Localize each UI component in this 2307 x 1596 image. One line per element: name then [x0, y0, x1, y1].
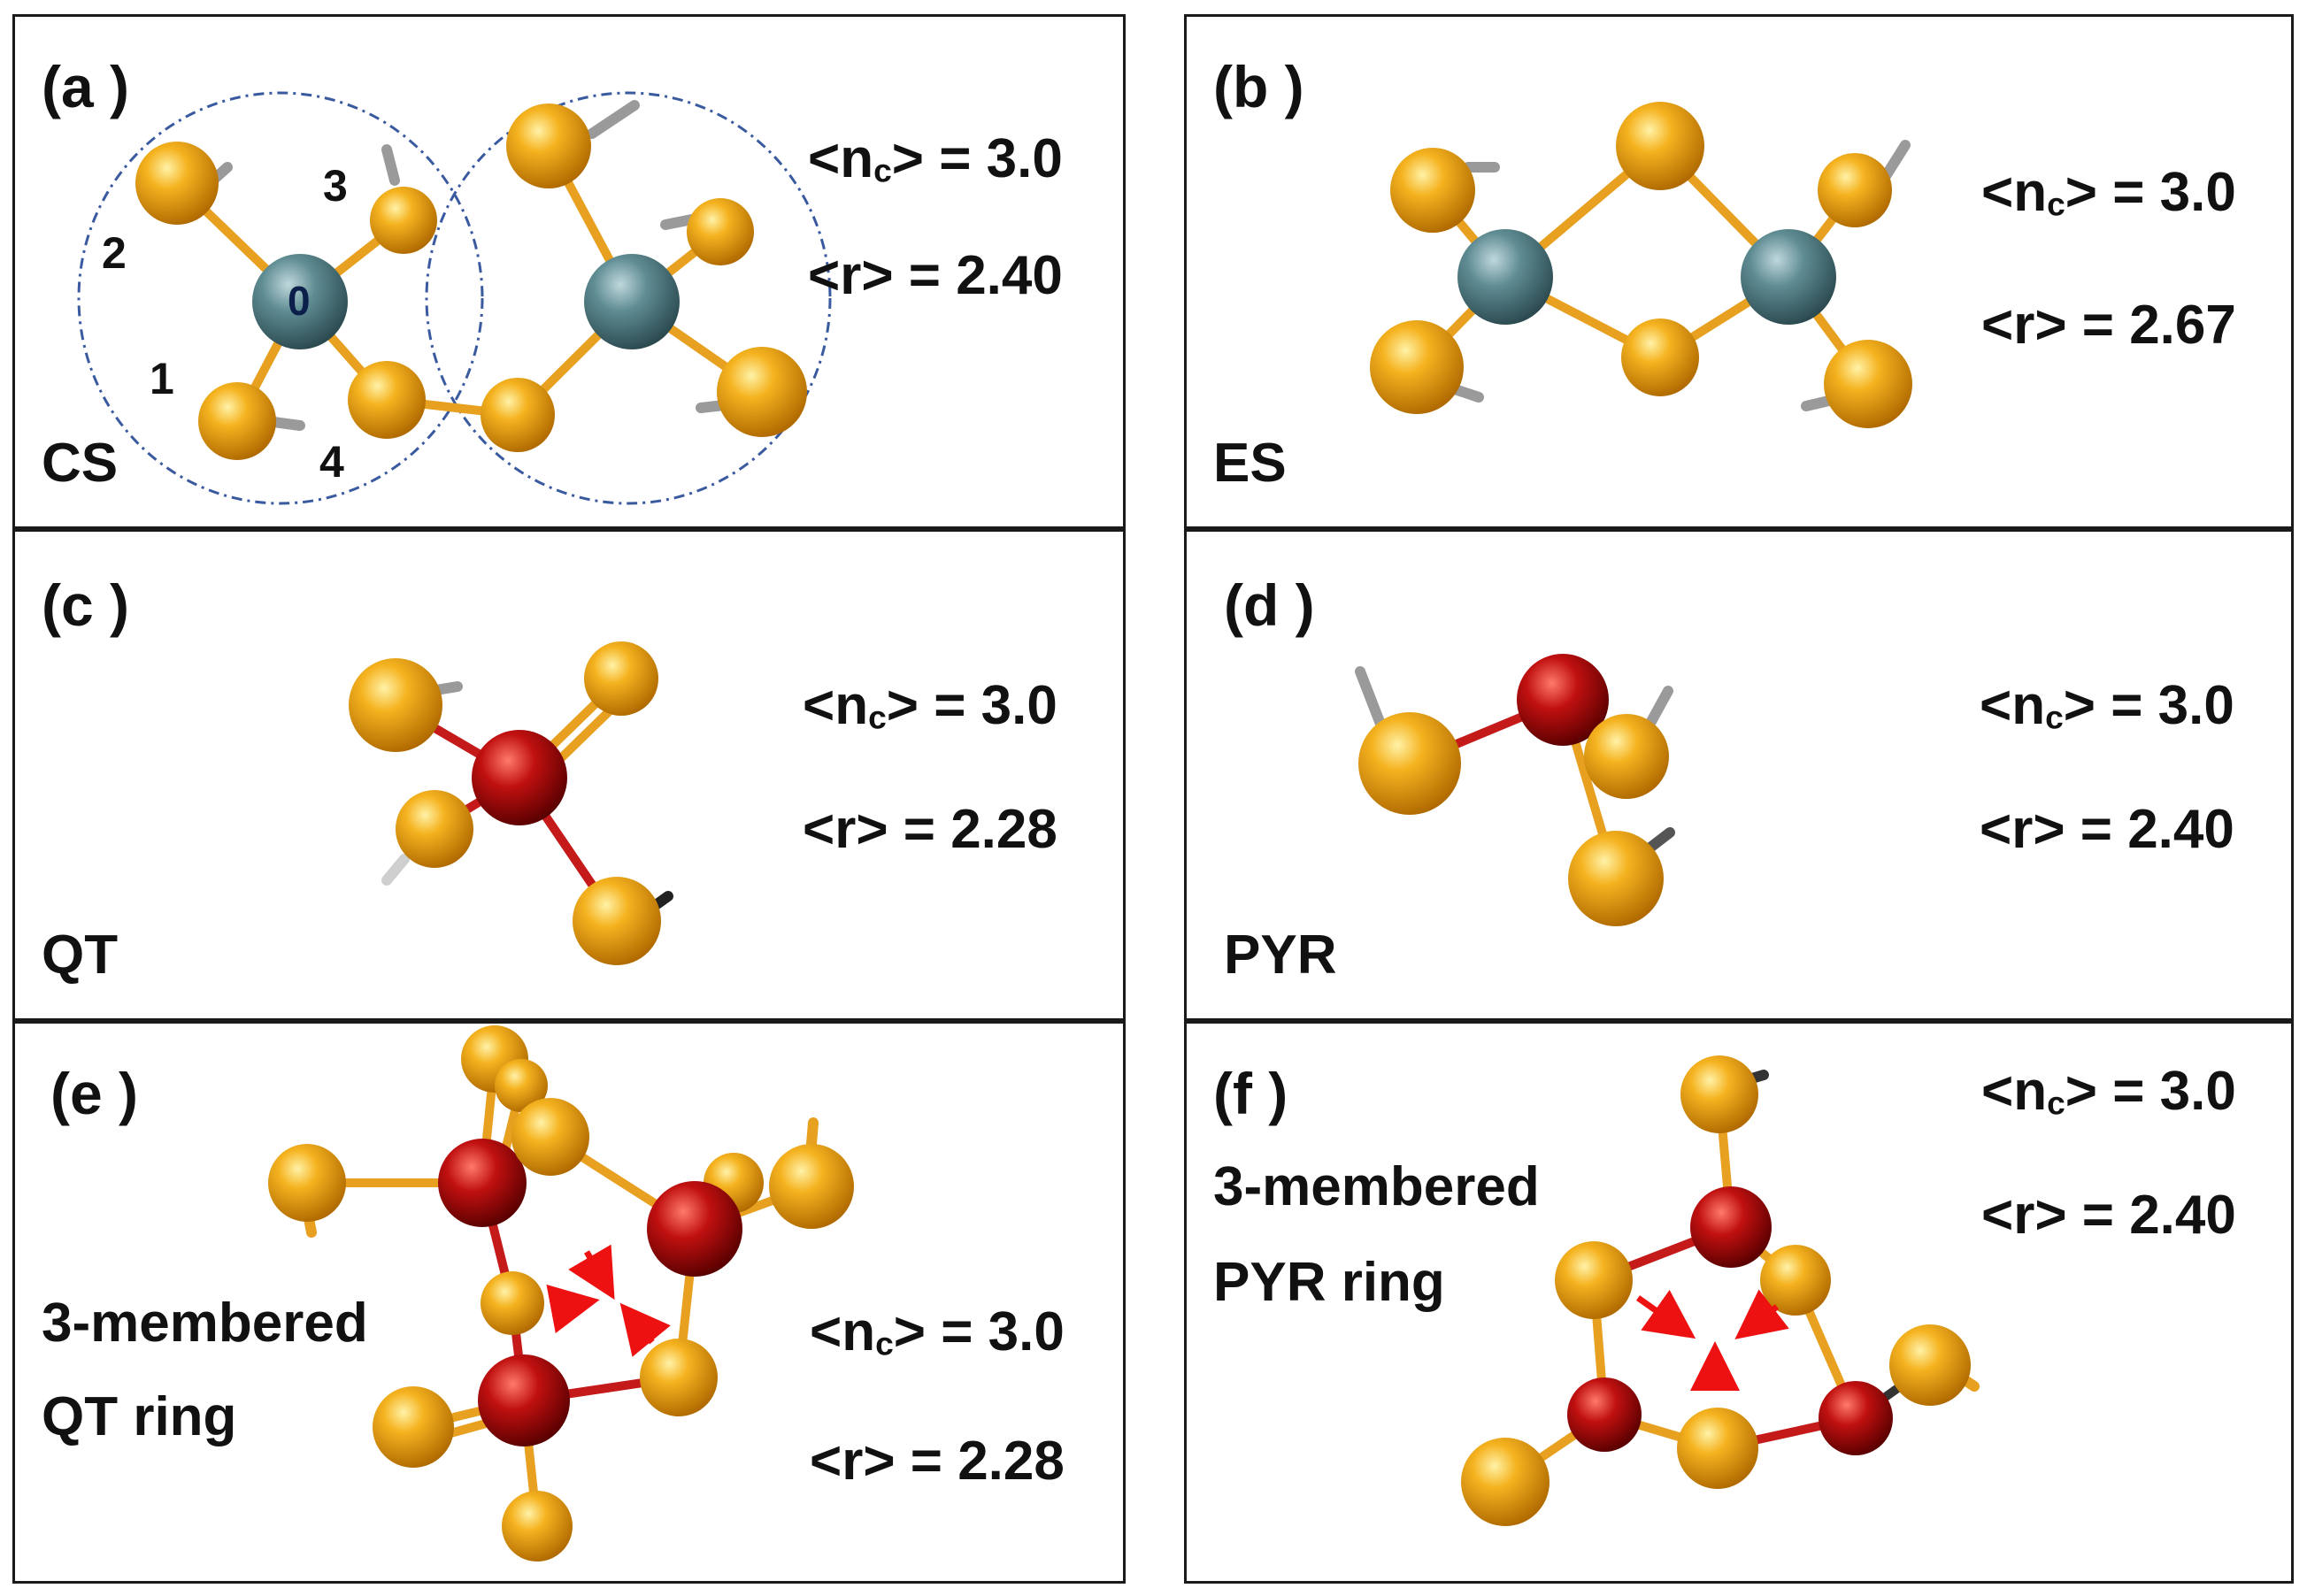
atom-s — [1358, 712, 1461, 815]
ring-arrow — [1635, 1289, 1696, 1339]
atom-ge-pyramidal — [1819, 1381, 1893, 1455]
r-stat: <r> = 2.40 — [808, 245, 1063, 306]
ring-arrow — [568, 1244, 615, 1301]
qt-structure — [349, 641, 673, 965]
atom-s — [640, 1339, 718, 1416]
atom-s — [1568, 831, 1664, 926]
r-stat: <r> = 2.67 — [1981, 295, 2236, 356]
structure-tag: QT — [42, 925, 119, 986]
atom-s — [1370, 320, 1464, 414]
atom-ge — [252, 254, 348, 349]
pyr-ring-structure — [1461, 1055, 1980, 1526]
panel-a: (a ) 2 3 0 1 4 CS <nc> = 3.0 <r> = 2.40 — [12, 14, 1126, 529]
nc-stat: <nc> = 3.0 — [810, 1301, 1065, 1362]
atom-ge-pyramidal — [1567, 1377, 1642, 1452]
atom-s — [1760, 1245, 1831, 1316]
guide-circle-right — [425, 91, 832, 505]
atom-ge-pyramidal — [472, 730, 567, 825]
atom-s — [502, 1491, 573, 1561]
pyr-structure — [1355, 654, 1675, 926]
atom-number-0: 0 — [288, 278, 311, 324]
atom-s — [268, 1144, 346, 1222]
atom-s — [370, 187, 437, 254]
atom-number-3: 3 — [323, 161, 348, 211]
atom-s — [584, 641, 658, 716]
panel-f: (f ) 3-membered PYR ring <nc> = 3.0 <r> … — [1184, 1021, 2294, 1584]
atom-s — [1390, 148, 1475, 233]
atom-s — [396, 790, 473, 868]
ring-arrow — [619, 1302, 671, 1357]
atom-s — [573, 877, 661, 965]
panel-letter: (f ) — [1213, 1061, 1288, 1126]
atom-s — [348, 361, 426, 439]
structure-tag-line2: PYR ring — [1213, 1252, 1445, 1313]
atom-s — [198, 382, 276, 460]
atom-s — [1680, 1055, 1758, 1133]
atom-s — [495, 1059, 548, 1112]
atom-s — [1677, 1408, 1758, 1489]
panel-letter: (a ) — [42, 54, 129, 119]
atom-s — [1621, 318, 1699, 396]
atom-s — [481, 1271, 544, 1335]
nc-stat: <nc> = 3.0 — [808, 128, 1063, 189]
r-stat: <r> = 2.28 — [803, 799, 1057, 860]
es-structure — [1370, 102, 1912, 428]
atom-ge-pyramidal — [1690, 1186, 1772, 1268]
ring-arrow — [1734, 1289, 1789, 1339]
r-stat: <r> = 2.40 — [1981, 1185, 2236, 1246]
qt-ring-structure — [268, 1025, 854, 1561]
atom-ge — [1741, 229, 1836, 325]
atom-s — [717, 347, 807, 437]
panel-d: (d ) PYR <nc> = 3.0 <r> = 2.40 — [1184, 529, 2294, 1021]
r-stat: <r> = 2.28 — [810, 1431, 1065, 1492]
atom-s — [1555, 1241, 1633, 1319]
panel-letter: (e ) — [50, 1061, 138, 1126]
atom-number-2: 2 — [102, 228, 127, 278]
structure-tag-line1: 3-membered — [42, 1293, 368, 1354]
atom-ge-pyramidal — [478, 1354, 570, 1446]
atom-ge-pyramidal — [438, 1139, 527, 1227]
atom-number-1: 1 — [150, 354, 174, 403]
atom-ge — [1457, 229, 1553, 325]
structure-tag-line2: QT ring — [42, 1386, 237, 1447]
panel-letter: (d ) — [1224, 572, 1315, 638]
atom-s — [1818, 153, 1892, 227]
nc-stat: <nc> = 3.0 — [1981, 162, 2236, 223]
nc-stat: <nc> = 3.0 — [1980, 675, 2234, 736]
ring-arrow — [546, 1284, 600, 1333]
atom-s — [1461, 1438, 1550, 1526]
atom-s — [135, 142, 219, 225]
atom-s — [1584, 714, 1669, 799]
atom-s — [1824, 340, 1912, 428]
atom-s — [481, 378, 555, 452]
atom-s — [511, 1098, 589, 1176]
atom-s — [687, 198, 754, 265]
nc-stat: <nc> = 3.0 — [803, 675, 1057, 736]
r-stat: <r> = 2.40 — [1980, 799, 2234, 860]
atom-ge-pyramidal — [647, 1181, 742, 1277]
atom-s — [1616, 102, 1704, 190]
guide-circle-left — [77, 91, 484, 505]
atom-ge-pyramidal — [1517, 654, 1609, 746]
panel-c: (c ) QT <nc> = 3.0 <r> = 2.28 — [12, 529, 1126, 1021]
structure-tag: CS — [42, 433, 119, 494]
atom-s — [506, 104, 591, 188]
atom-s — [349, 658, 442, 752]
panel-letter: (b ) — [1213, 54, 1304, 119]
structure-tag: ES — [1213, 433, 1287, 494]
atom-s — [373, 1386, 454, 1468]
atom-s — [769, 1144, 854, 1229]
atom-number-4: 4 — [319, 437, 344, 487]
atom-s — [1889, 1324, 1971, 1406]
structure-tag: PYR — [1224, 925, 1337, 986]
structure-tag-line1: 3-membered — [1213, 1156, 1540, 1217]
panel-b: (b ) ES <nc> = 3.0 <r> = 2.67 — [1184, 14, 2294, 529]
atom-ge — [584, 254, 680, 349]
nc-stat: <nc> = 3.0 — [1981, 1061, 2236, 1122]
panel-letter: (c ) — [42, 572, 129, 638]
cs-structure — [77, 91, 832, 505]
panel-e: (e ) 3-membered QT ring <nc> = 3.0 <r> =… — [12, 1021, 1126, 1584]
